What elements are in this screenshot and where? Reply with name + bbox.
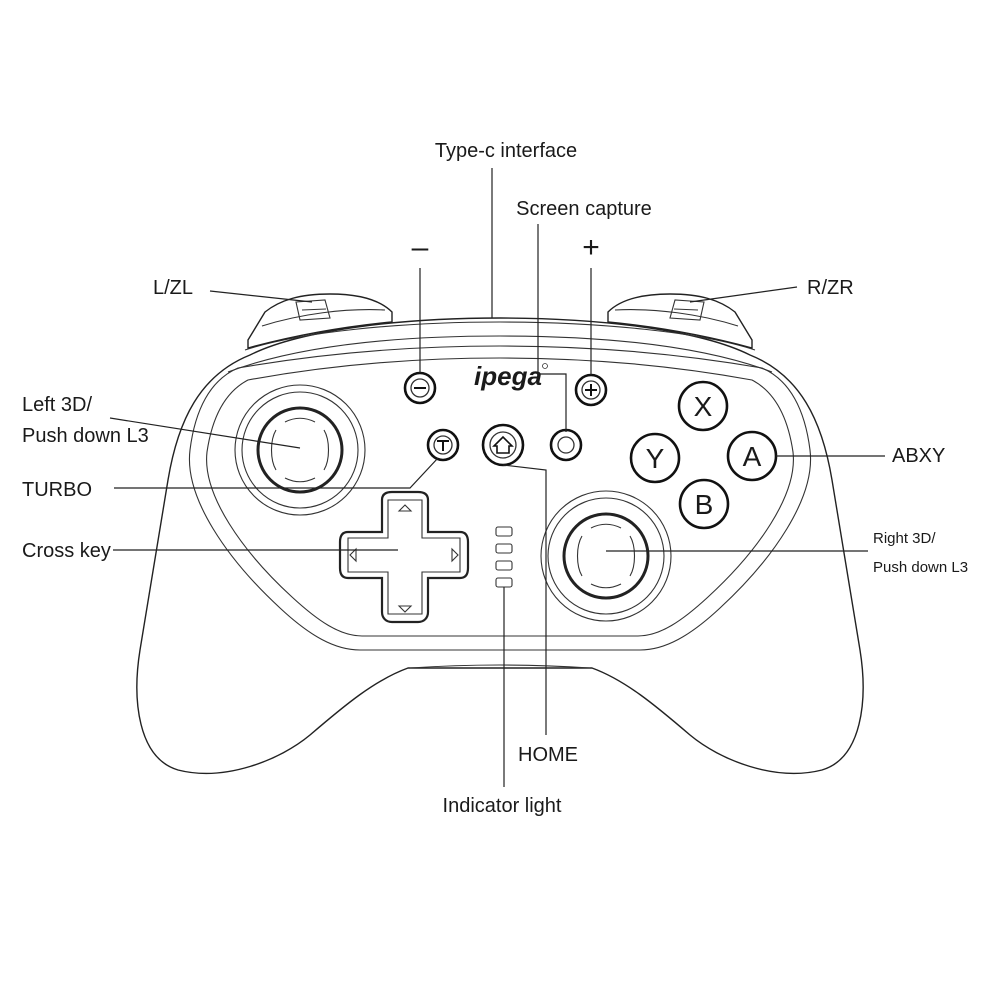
right-analog-stick[interactable] — [540, 490, 672, 622]
b-button[interactable]: B — [678, 478, 730, 530]
leader-screen-capture — [537, 224, 567, 432]
y-button-label: Y — [646, 443, 665, 474]
a-button[interactable]: A — [726, 430, 778, 482]
indicator-light — [495, 526, 513, 588]
ipega-logo-text: ipega — [474, 361, 542, 391]
leader-lines — [109, 168, 885, 787]
cross-key-dpad[interactable] — [338, 490, 470, 624]
label-abxy: ABXY — [892, 445, 945, 467]
x-button-label: X — [694, 391, 713, 422]
left-bumper-l-zl[interactable] — [247, 293, 393, 349]
label-home: HOME — [518, 744, 578, 766]
callout-labels: Type-c interface Screen capture L/ZL R/Z… — [22, 140, 968, 817]
minus-sign: – — [412, 231, 429, 264]
leader-left-3d — [109, 417, 301, 449]
label-type-c-interface: Type-c interface — [435, 140, 577, 162]
a-button-label: A — [743, 441, 762, 472]
plus-button[interactable] — [574, 373, 608, 407]
x-button[interactable]: X — [677, 380, 729, 432]
left-analog-stick[interactable] — [234, 384, 366, 516]
ipega-logo: ipega — [474, 361, 548, 391]
leader-home — [502, 464, 547, 735]
right-bumper-r-zr[interactable] — [607, 293, 753, 349]
label-right-3d-line2: Push down L3 — [873, 559, 968, 576]
label-left-3d-line1: Left 3D/ — [22, 394, 92, 416]
plus-sign: + — [582, 231, 600, 264]
label-turbo: TURBO — [22, 479, 92, 501]
label-right-3d-line1: Right 3D/ — [873, 530, 936, 547]
leader-r-zr — [689, 286, 798, 303]
label-indicator-light: Indicator light — [443, 795, 562, 817]
b-button-label: B — [695, 489, 714, 520]
home-button[interactable] — [481, 423, 525, 467]
label-r-zr: R/ZR — [807, 277, 854, 299]
leader-l-zl — [209, 290, 313, 303]
leader-turbo — [114, 457, 439, 489]
label-l-zl: L/ZL — [153, 277, 193, 299]
y-button[interactable]: Y — [629, 432, 681, 484]
label-screen-capture: Screen capture — [516, 198, 652, 220]
turbo-button[interactable] — [426, 428, 460, 462]
screen-capture-button[interactable] — [549, 428, 583, 462]
minus-button[interactable] — [403, 371, 437, 405]
label-left-3d-line2: Push down L3 — [22, 425, 149, 447]
label-cross-key: Cross key — [22, 540, 111, 562]
